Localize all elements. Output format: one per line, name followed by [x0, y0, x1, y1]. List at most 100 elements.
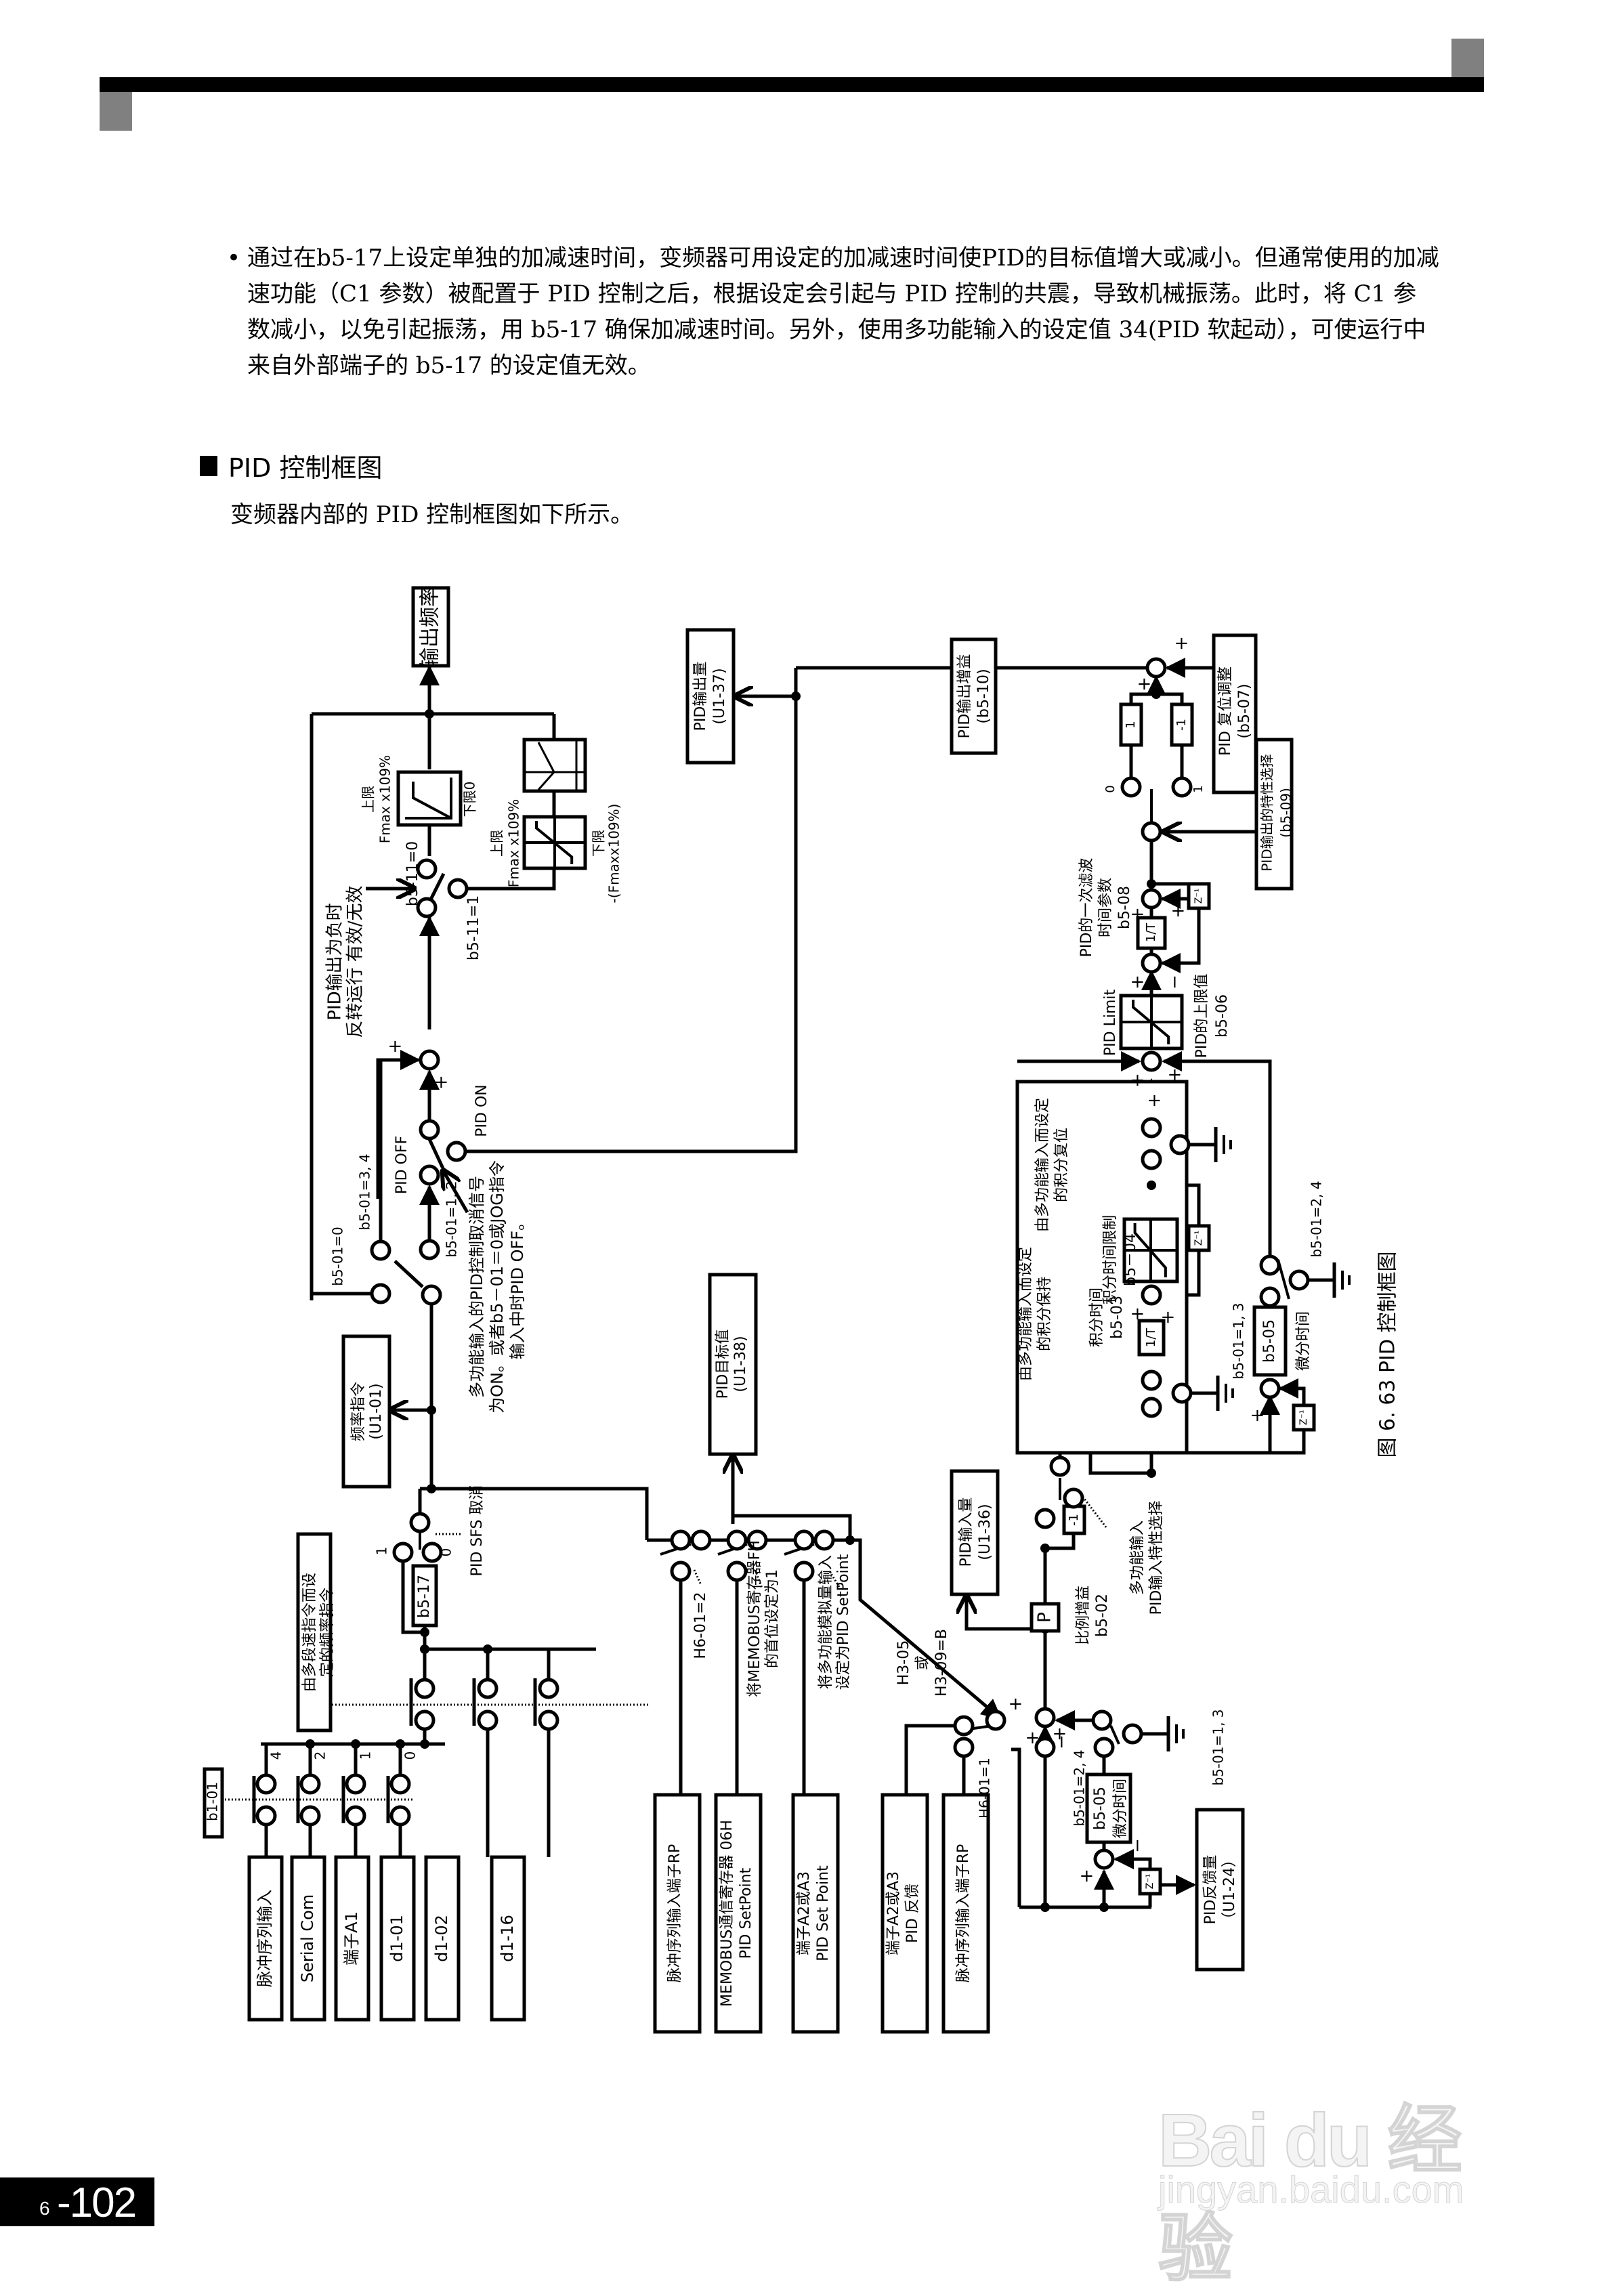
multi-speed-contact [414, 1678, 436, 1699]
intro-text: 通过在b5-17上设定单独的加减速时间，变频器可用设定的加减速时间使PID的目标… [247, 245, 1439, 379]
plus-sign: + [1128, 975, 1148, 990]
wire [376, 1050, 421, 1199]
derivative-z-inverse [1292, 1403, 1316, 1432]
junction-dot [791, 692, 801, 701]
wire [904, 1724, 958, 1795]
deriv-select-contact [1091, 1709, 1113, 1731]
derivative-feedforward-label: 微分时间 [1112, 1779, 1129, 1838]
b1-01-label: b1-01 [205, 1782, 221, 1821]
b5-11-0-label: b5-11=0 [404, 841, 421, 906]
b5-01-13-label: b5-01=1, 3 [1210, 1709, 1227, 1785]
output-characteristic-label: PID输出的特性选择 [1259, 754, 1275, 871]
switch-0-label: 0 [438, 1548, 454, 1557]
pid-output-gain-label: (b5-10) [975, 668, 992, 723]
square-bullet-icon [200, 455, 217, 476]
deriv-summing [1093, 1848, 1115, 1870]
plus-sign: + [1145, 1093, 1165, 1108]
lower-limit-label: 下限0 [462, 782, 478, 817]
junction-dot [396, 1739, 405, 1749]
pid-input-monitor [950, 1469, 1000, 1596]
plus-sign: + [1158, 1310, 1179, 1325]
multi-speed-contact [414, 1709, 436, 1731]
derivative-feedforward-label: b5-05 [1092, 1787, 1109, 1830]
setpoint-source-label: PID SetPoint [738, 1867, 755, 1959]
filter-label: 时间参数 [1097, 878, 1114, 937]
junction-dot [1147, 1468, 1156, 1478]
bullet: • [227, 245, 241, 272]
integral-time-block [1137, 1319, 1166, 1357]
wire [443, 1170, 469, 1214]
lower-limit-value: -(Fmaxx109%) [606, 804, 622, 903]
filter-label: b5-08 [1116, 886, 1133, 929]
setpoint-source-block [714, 1793, 763, 2034]
b1-01-contact [255, 1805, 277, 1827]
junction-dot [427, 1484, 436, 1493]
multi-speed-label: 由多段速指令而设 [301, 1573, 318, 1692]
gain-plus-one [1119, 702, 1143, 747]
pid-upper-limit-label: b5-06 [1214, 994, 1231, 1038]
input-characteristic-label: 多功能输入 [1129, 1521, 1146, 1595]
pid-limit-label: PID Limit [1102, 990, 1119, 1057]
minus-sign: − [1165, 975, 1185, 990]
derivative-time-label: 微分时间 [1295, 1311, 1312, 1371]
freq-source-label: d1-01 [387, 1915, 406, 1962]
header-bar [100, 77, 1484, 92]
z-inverse-label: Z⁻¹ [1193, 1231, 1204, 1246]
wire [401, 1561, 425, 1634]
derivative-feedforward-block [1085, 1772, 1132, 1844]
setpoint-source-label: MEMOBUS通信寄存器 06H [719, 1820, 736, 2007]
pid-on-contact [419, 1119, 440, 1141]
junction-dot [1151, 689, 1161, 699]
pid-input-label: PID输入量 [958, 1497, 975, 1567]
z-inverse-label: Z⁻¹ [1193, 889, 1204, 904]
junction-dot [305, 1739, 315, 1749]
b5-01-24-label: b5-01=2, 4 [1309, 1181, 1325, 1257]
filter-label: PID的一次滤波 [1078, 858, 1095, 958]
plus-sign: + [1077, 1869, 1097, 1884]
deriv-switch-contact [1093, 1737, 1115, 1758]
memobus-note: 的首位设定为1 [764, 1569, 781, 1668]
pid-sum-junction [1141, 1050, 1162, 1072]
plus-sign: + [1128, 907, 1148, 922]
baidu-watermark: Bai du 经验 jingyan.baidu.com [1158, 2066, 1524, 2291]
feedback-pulse [953, 1737, 975, 1758]
b1-01-contact [299, 1773, 321, 1795]
setpoint-source-block [881, 1793, 929, 2034]
p-block-label: P [1035, 1612, 1055, 1623]
plus-sign: + [1128, 1306, 1148, 1321]
pid-output-monitor-label: (U1-37) [711, 668, 728, 724]
setpoint-source-label: 脉冲序列输入端子RP [666, 1844, 683, 1983]
pid-target-label: PID目标值 [715, 1330, 731, 1399]
b1-01-contact [255, 1773, 277, 1795]
b1-01-contact [389, 1773, 411, 1795]
wire [1162, 1051, 1272, 1256]
selector-number: 2 [312, 1751, 328, 1760]
derivative-summing [1259, 1378, 1281, 1399]
gain-minus-one [1170, 702, 1194, 747]
z-inverse-label: Z⁻¹ [1145, 1874, 1155, 1890]
pid-target-monitor [708, 1273, 758, 1456]
feedback-contact [985, 1709, 1006, 1731]
invert-label: -1 [1067, 1514, 1081, 1526]
h3-05-label: 或 [914, 1655, 931, 1670]
selector-number: 4 [268, 1751, 284, 1760]
junction-dot [425, 709, 434, 719]
junction-dot [427, 1405, 436, 1415]
wire [731, 1514, 852, 1540]
plus-sign: + [1168, 903, 1189, 918]
freq-source-terminal-a1 [334, 1855, 370, 2022]
pid-sfs-contact [409, 1512, 431, 1533]
b1-01-contact [299, 1805, 321, 1827]
selector-number: 0 [402, 1751, 419, 1760]
h6-01-1-label: H6-01=1 [977, 1758, 993, 1819]
input-select-common [1049, 1455, 1071, 1477]
h6-01-2-label: H6-01=2 [692, 1592, 709, 1659]
switch-1-label: 1 [374, 1547, 390, 1556]
output-frequency-label: 输出频率 [419, 587, 442, 668]
switch-blade [1109, 1725, 1120, 1745]
reverse-run-label: 反转运行 有效/无效 [345, 885, 366, 1038]
pid-offset-label: (b5-07) [1236, 683, 1253, 738]
b5-01-12-label: b5-01=1, 2 [444, 1181, 460, 1257]
multi-speed-label: 定的频率指令 [319, 1588, 336, 1677]
